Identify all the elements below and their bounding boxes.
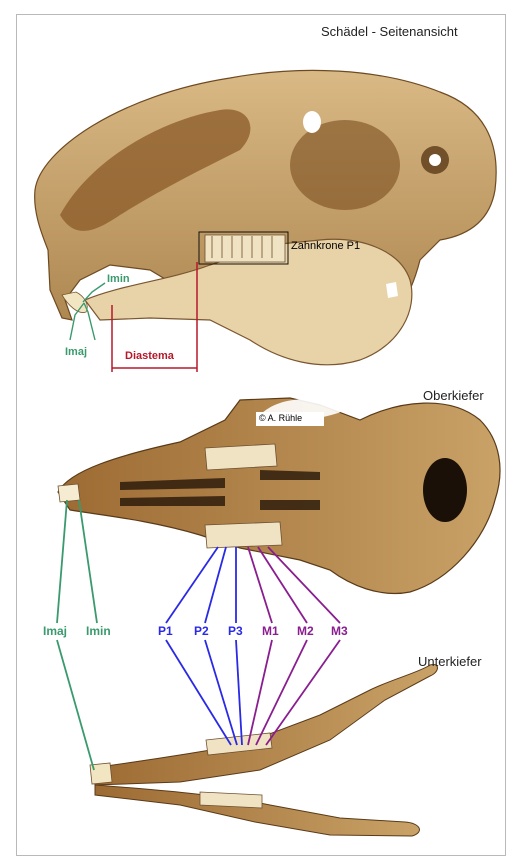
tooth-label-m3: M3 [331,624,348,638]
side-foramen [303,111,321,133]
side-ear-hole-inner [429,154,441,166]
tooth-label-m2: M2 [297,624,314,638]
upper-jaw-skull [58,398,500,593]
tooth-label-p1: P1 [158,624,173,638]
lower-jaw-branch-lower [95,785,419,836]
upper-tooth-row-top [205,444,277,470]
side-view-title: Schädel - Seitenansicht [321,24,458,39]
lower-tooth-row-bottom [200,792,262,808]
upper-incisors [58,484,80,502]
crown-label: Zahnkrone P1 [291,240,360,252]
side-imaj-label: Imaj [65,346,87,358]
tooth-label-p3: P3 [228,624,243,638]
side-orbit [290,120,400,210]
premolar-lines [166,547,242,745]
tooth-label-imaj: Imaj [43,624,67,638]
copyright-label: © A. Rühle [259,413,302,423]
side-tooth-row [205,235,285,262]
upper-tooth-row-bottom [205,522,282,548]
side-view-skull [35,70,496,372]
tooth-label-p2: P2 [194,624,209,638]
upper-jaw-title: Oberkiefer [423,388,484,403]
lower-jaw-skull [90,664,438,836]
tooth-label-m1: M1 [262,624,279,638]
diastema-label: Diastema [125,350,174,362]
side-imin-label: Imin [107,273,130,285]
side-white-notch [386,282,398,298]
lower-jaw-branch-upper [92,664,438,785]
upper-foramen-magnum [423,458,467,522]
tooth-label-imin: Imin [86,624,111,638]
lower-jaw-title: Unterkiefer [418,654,482,669]
